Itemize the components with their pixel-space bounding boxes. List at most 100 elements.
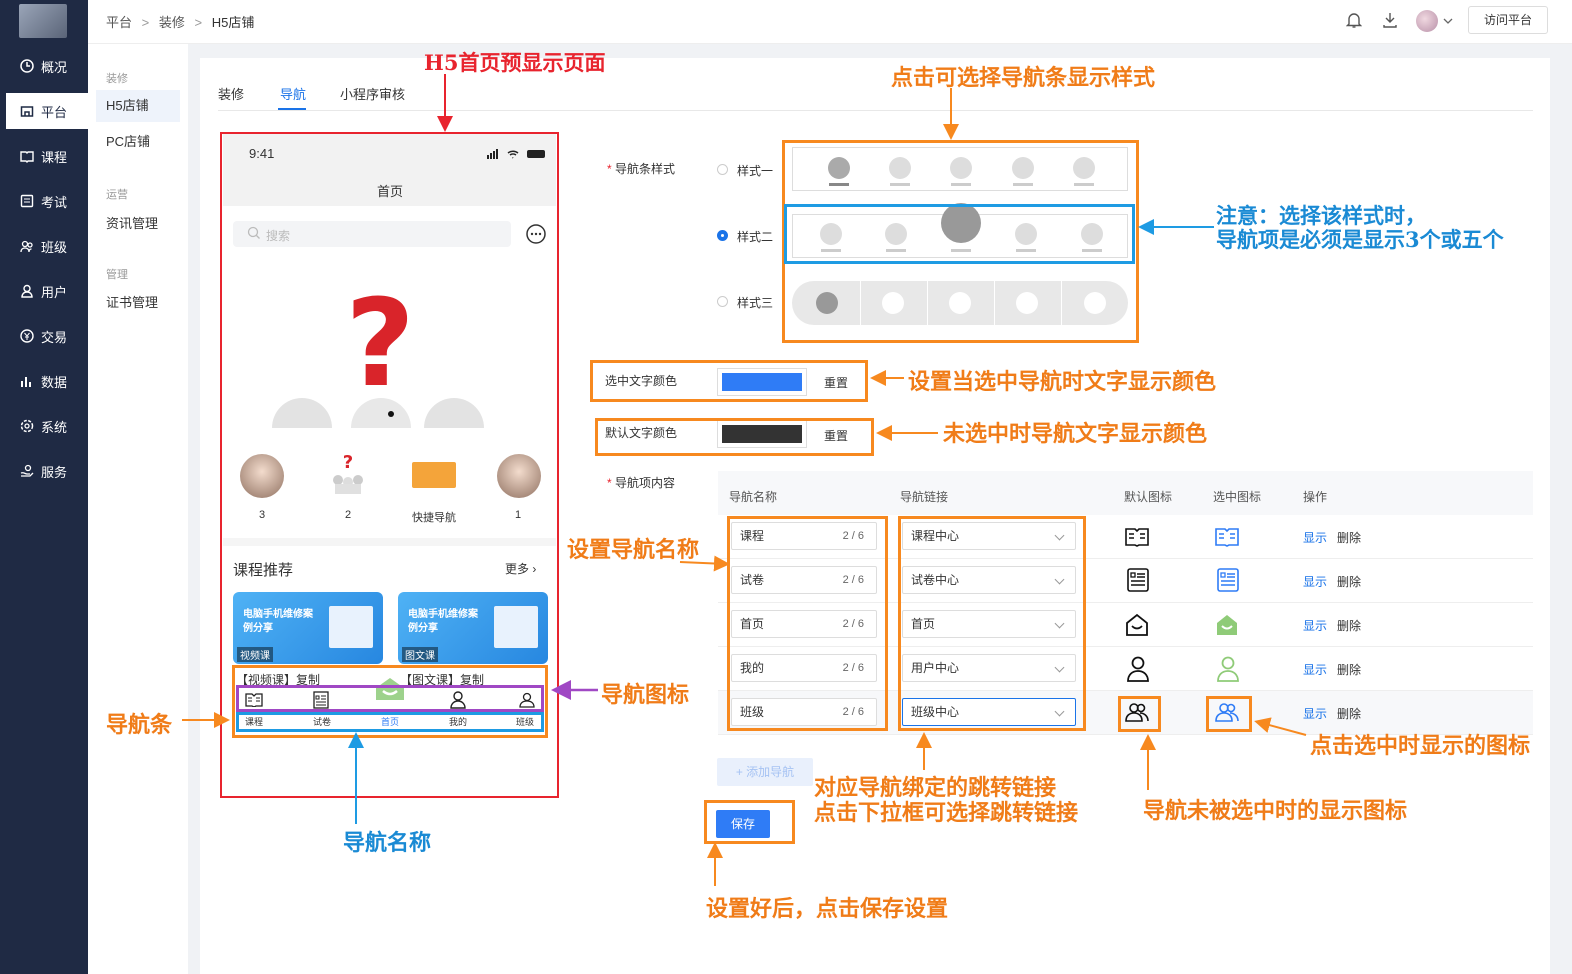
quick-nav-question-image[interactable]: ? <box>326 450 370 498</box>
delete-link[interactable]: 删除 <box>1337 575 1362 589</box>
quick-nav-image[interactable] <box>412 462 456 488</box>
table-header <box>718 471 1533 515</box>
default-color-picker[interactable] <box>717 420 807 448</box>
nav-link-select[interactable]: 用户中心 <box>902 654 1076 682</box>
reset-selected-color-button[interactable]: 重置 <box>824 376 849 390</box>
home-icon[interactable] <box>1125 613 1149 640</box>
exam-selected-icon[interactable] <box>1217 568 1239 595</box>
visit-platform-button[interactable]: 访问平台 <box>1468 6 1548 34</box>
style3-preview[interactable] <box>792 281 1128 325</box>
style2-preview[interactable] <box>792 203 1128 258</box>
message-icon[interactable] <box>525 223 547 248</box>
quick-nav-avatar[interactable] <box>240 454 284 498</box>
breadcrumb-item[interactable]: 装修 <box>158 15 185 30</box>
reset-default-color-button[interactable]: 重置 <box>824 429 849 443</box>
sidebar-item-label: 课程 <box>41 149 68 165</box>
show-link[interactable]: 显示 <box>1303 575 1328 589</box>
sidebar-item-platform[interactable]: 平台 <box>6 93 88 129</box>
sidebar-item-class[interactable]: 班级 <box>0 228 88 264</box>
subnav-item-pc-shop[interactable]: PC店铺 <box>106 134 151 149</box>
group-icon[interactable] <box>1125 702 1149 725</box>
phone-search-input[interactable]: 搜索 <box>233 221 511 247</box>
delete-link[interactable]: 删除 <box>1337 707 1362 721</box>
bell-icon[interactable] <box>1345 11 1363 32</box>
user-selected-icon[interactable] <box>1217 656 1239 685</box>
save-button[interactable]: 保存 <box>716 810 770 838</box>
user-icon[interactable] <box>1127 656 1149 685</box>
course-card-title: 电脑手机维修案例分享 <box>408 609 478 634</box>
sidebar-item-system[interactable]: 系统 <box>0 408 88 444</box>
delete-link[interactable]: 删除 <box>1337 619 1362 633</box>
more-link[interactable]: 更多 › <box>505 560 536 577</box>
phone-time: 9:41 <box>249 146 275 161</box>
tab-miniprogram-review[interactable]: 小程序审核 <box>340 87 406 102</box>
style1-preview[interactable] <box>792 147 1128 191</box>
nav-dash <box>951 249 971 252</box>
course-card[interactable]: 电脑手机维修案例分享 视频课 <box>233 592 383 664</box>
default-icon-highlight-box <box>1118 696 1161 732</box>
sidebar-item-user[interactable]: 用户 <box>0 273 88 309</box>
show-link[interactable]: 显示 <box>1303 531 1328 545</box>
phone-nav-label: 课程 <box>245 717 264 727</box>
sidebar-item-service[interactable]: 服务 <box>0 453 88 489</box>
quick-nav-label: 1 <box>515 509 522 521</box>
avatar[interactable] <box>19 4 67 38</box>
book-icon[interactable] <box>1125 527 1149 550</box>
tab-decor[interactable]: 装修 <box>218 87 245 102</box>
selected-color-highlight-box <box>590 360 868 402</box>
sidebar-item-overview[interactable]: 概况 <box>0 48 88 84</box>
exam-icon[interactable] <box>313 691 329 712</box>
more-label: 更多 <box>505 562 530 576</box>
avatar[interactable] <box>1416 10 1438 32</box>
sidebar-item-course[interactable]: 课程 <box>0 138 88 174</box>
delete-link[interactable]: 删除 <box>1337 531 1362 545</box>
sidebar-item-data[interactable]: 数据 <box>0 363 88 399</box>
delete-link[interactable]: 删除 <box>1337 663 1362 677</box>
sidebar-item-exam[interactable]: 考试 <box>0 183 88 219</box>
course-card-caption: 【视频课】复制 <box>236 673 321 687</box>
show-link[interactable]: 显示 <box>1303 707 1328 721</box>
style2-radio[interactable] <box>717 230 728 241</box>
subnav-item-h5-shop[interactable]: H5店铺 <box>96 90 180 122</box>
course-card[interactable]: 电脑手机维修案例分享 图文课 <box>398 592 548 664</box>
style3-label[interactable]: 样式三 <box>737 296 774 310</box>
nav-link-select[interactable]: 试卷中心 <box>902 566 1076 594</box>
course-card-illustration <box>329 606 373 648</box>
home-selected-icon[interactable] <box>374 676 406 702</box>
book-selected-icon[interactable] <box>1215 527 1239 550</box>
sidebar-item-trade[interactable]: 交易 <box>0 318 88 354</box>
show-link[interactable]: 显示 <box>1303 619 1328 633</box>
divider <box>994 281 995 325</box>
add-nav-button[interactable]: + 添加导航 <box>717 758 813 786</box>
book-icon[interactable] <box>245 693 263 710</box>
user-icon[interactable] <box>450 691 466 712</box>
nav-link-select[interactable]: 班级中心 <box>902 698 1076 726</box>
show-link[interactable]: 显示 <box>1303 663 1328 677</box>
breadcrumb-item[interactable]: 平台 <box>106 15 133 30</box>
style2-label[interactable]: 样式二 <box>737 230 774 244</box>
style1-radio[interactable] <box>717 164 728 175</box>
style1-label[interactable]: 样式一 <box>737 164 774 178</box>
home-selected-icon[interactable] <box>1215 613 1239 640</box>
nav-link-select[interactable]: 首页 <box>902 610 1076 638</box>
subnav-group-label: 运营 <box>106 189 128 201</box>
selected-color-picker[interactable] <box>717 368 807 396</box>
subnav-item-cert[interactable]: 证书管理 <box>106 295 159 310</box>
subnav-item-news[interactable]: 资讯管理 <box>106 216 159 231</box>
tab-navigation[interactable]: 导航 <box>280 87 307 102</box>
exam-icon[interactable] <box>1127 568 1149 595</box>
chevron-down-icon[interactable] <box>1443 14 1453 29</box>
exam-icon <box>20 194 34 208</box>
group-selected-icon[interactable] <box>1215 702 1239 725</box>
shop-icon <box>20 104 34 118</box>
style3-radio[interactable] <box>717 296 728 307</box>
nav-link-select[interactable]: 课程中心 <box>902 522 1076 550</box>
quick-nav-avatar[interactable] <box>497 454 541 498</box>
group-icon[interactable] <box>518 692 536 711</box>
download-icon[interactable] <box>1382 11 1398 32</box>
